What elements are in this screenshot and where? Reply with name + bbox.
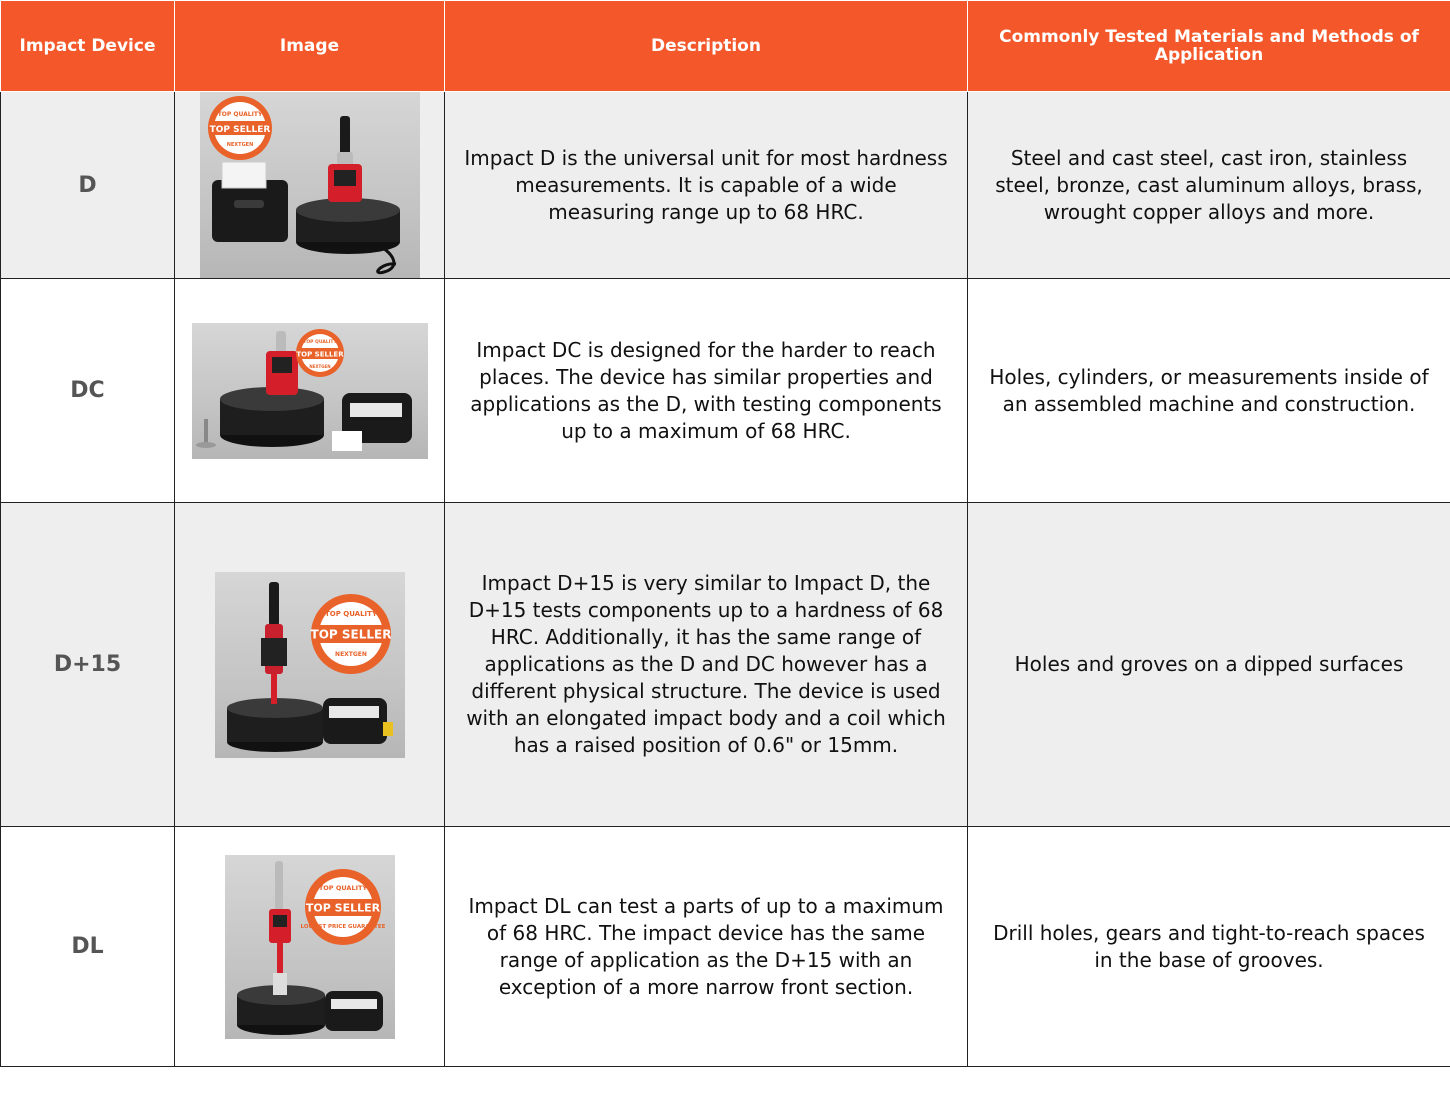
printer-icon: [324, 990, 383, 1031]
product-image-cell: TOP SELLER TOP QUALITY NEXTGEN: [174, 502, 445, 827]
table-row: DC: [0, 278, 1450, 503]
svg-text:NEXTGEN: NEXTGEN: [335, 651, 367, 658]
svg-text:TOP QUALITY: TOP QUALITY: [318, 884, 367, 892]
header-image: Image: [174, 0, 445, 92]
printer-icon: [322, 697, 393, 744]
device-description: Impact DC is designed for the harder to …: [444, 278, 968, 503]
svg-text:LOWEST PRICE GUARANTEE: LOWEST PRICE GUARANTEE: [300, 924, 385, 930]
device-materials: Steel and cast steel, cast iron, stainle…: [967, 91, 1450, 279]
printer-icon: [331, 392, 412, 451]
test-block-icon: [219, 386, 324, 447]
device-name: DC: [0, 278, 175, 503]
printer-icon: [211, 161, 288, 242]
hardness-tester-icon: [268, 860, 291, 995]
table-row: D+15: [0, 502, 1450, 827]
product-photo: TOP SELLER TOP QUALITY LOWEST PRICE GUAR…: [224, 854, 395, 1039]
hardness-tester-icon: [265, 330, 298, 395]
product-photo: TOP SELLER TOP QUALITY NEXTGEN: [191, 322, 428, 459]
product-photo: TOP SELLER TOP QUALITY NEXTGEN: [199, 92, 420, 278]
table-row: D: [0, 91, 1450, 279]
device-name: D+15: [0, 502, 175, 827]
test-block-icon: [295, 198, 400, 254]
top-seller-badge: TOP SELLER TOP QUALITY LOWEST PRICE GUAR…: [300, 868, 385, 945]
device-materials: Drill holes, gears and tight-to-reach sp…: [967, 826, 1450, 1067]
test-block-icon: [226, 697, 323, 752]
product-image-cell: TOP SELLER TOP QUALITY LOWEST PRICE GUAR…: [174, 826, 445, 1067]
device-description: Impact D is the universal unit for most …: [444, 91, 968, 279]
svg-text:TOP QUALITY: TOP QUALITY: [324, 610, 377, 618]
device-description: Impact D+15 is very similar to Impact D,…: [444, 502, 968, 827]
header-materials: Commonly Tested Materials and Methods of…: [967, 0, 1450, 92]
svg-text:TOP SELLER: TOP SELLER: [209, 125, 270, 135]
top-seller-badge: TOP SELLER TOP QUALITY NEXTGEN: [310, 593, 391, 674]
device-name: D: [0, 91, 175, 279]
svg-text:TOP SELLER: TOP SELLER: [296, 350, 344, 358]
svg-text:TOP SELLER: TOP SELLER: [310, 627, 391, 641]
device-materials: Holes, cylinders, or measurements inside…: [967, 278, 1450, 503]
header-impact-device: Impact Device: [0, 0, 175, 92]
svg-text:NEXTGEN: NEXTGEN: [309, 364, 330, 369]
top-seller-badge: TOP SELLER TOP QUALITY NEXTGEN: [295, 328, 344, 377]
svg-text:TOP SELLER: TOP SELLER: [305, 901, 380, 914]
header-description: Description: [444, 0, 968, 92]
hardness-tester-icon: [327, 116, 362, 202]
product-image-cell: TOP SELLER TOP QUALITY NEXTGEN: [174, 278, 445, 503]
device-name: DL: [0, 826, 175, 1067]
device-description: Impact DL can test a parts of up to a ma…: [444, 826, 968, 1067]
product-photo: TOP SELLER TOP QUALITY NEXTGEN: [214, 571, 405, 758]
table-row: DL: [0, 826, 1450, 1067]
product-image-cell: TOP SELLER TOP QUALITY NEXTGEN: [174, 91, 445, 279]
hardness-tester-icon: [260, 581, 287, 704]
top-seller-badge: TOP SELLER TOP QUALITY NEXTGEN: [207, 96, 272, 160]
svg-text:TOP QUALITY: TOP QUALITY: [217, 111, 262, 118]
device-materials: Holes and groves on a dipped surfaces: [967, 502, 1450, 827]
svg-text:NEXTGEN: NEXTGEN: [226, 142, 253, 148]
svg-text:TOP QUALITY: TOP QUALITY: [303, 339, 337, 345]
table-header-row: Impact Device Image Description Commonly…: [0, 0, 1450, 92]
impact-device-table: Impact Device Image Description Commonly…: [0, 0, 1450, 1067]
